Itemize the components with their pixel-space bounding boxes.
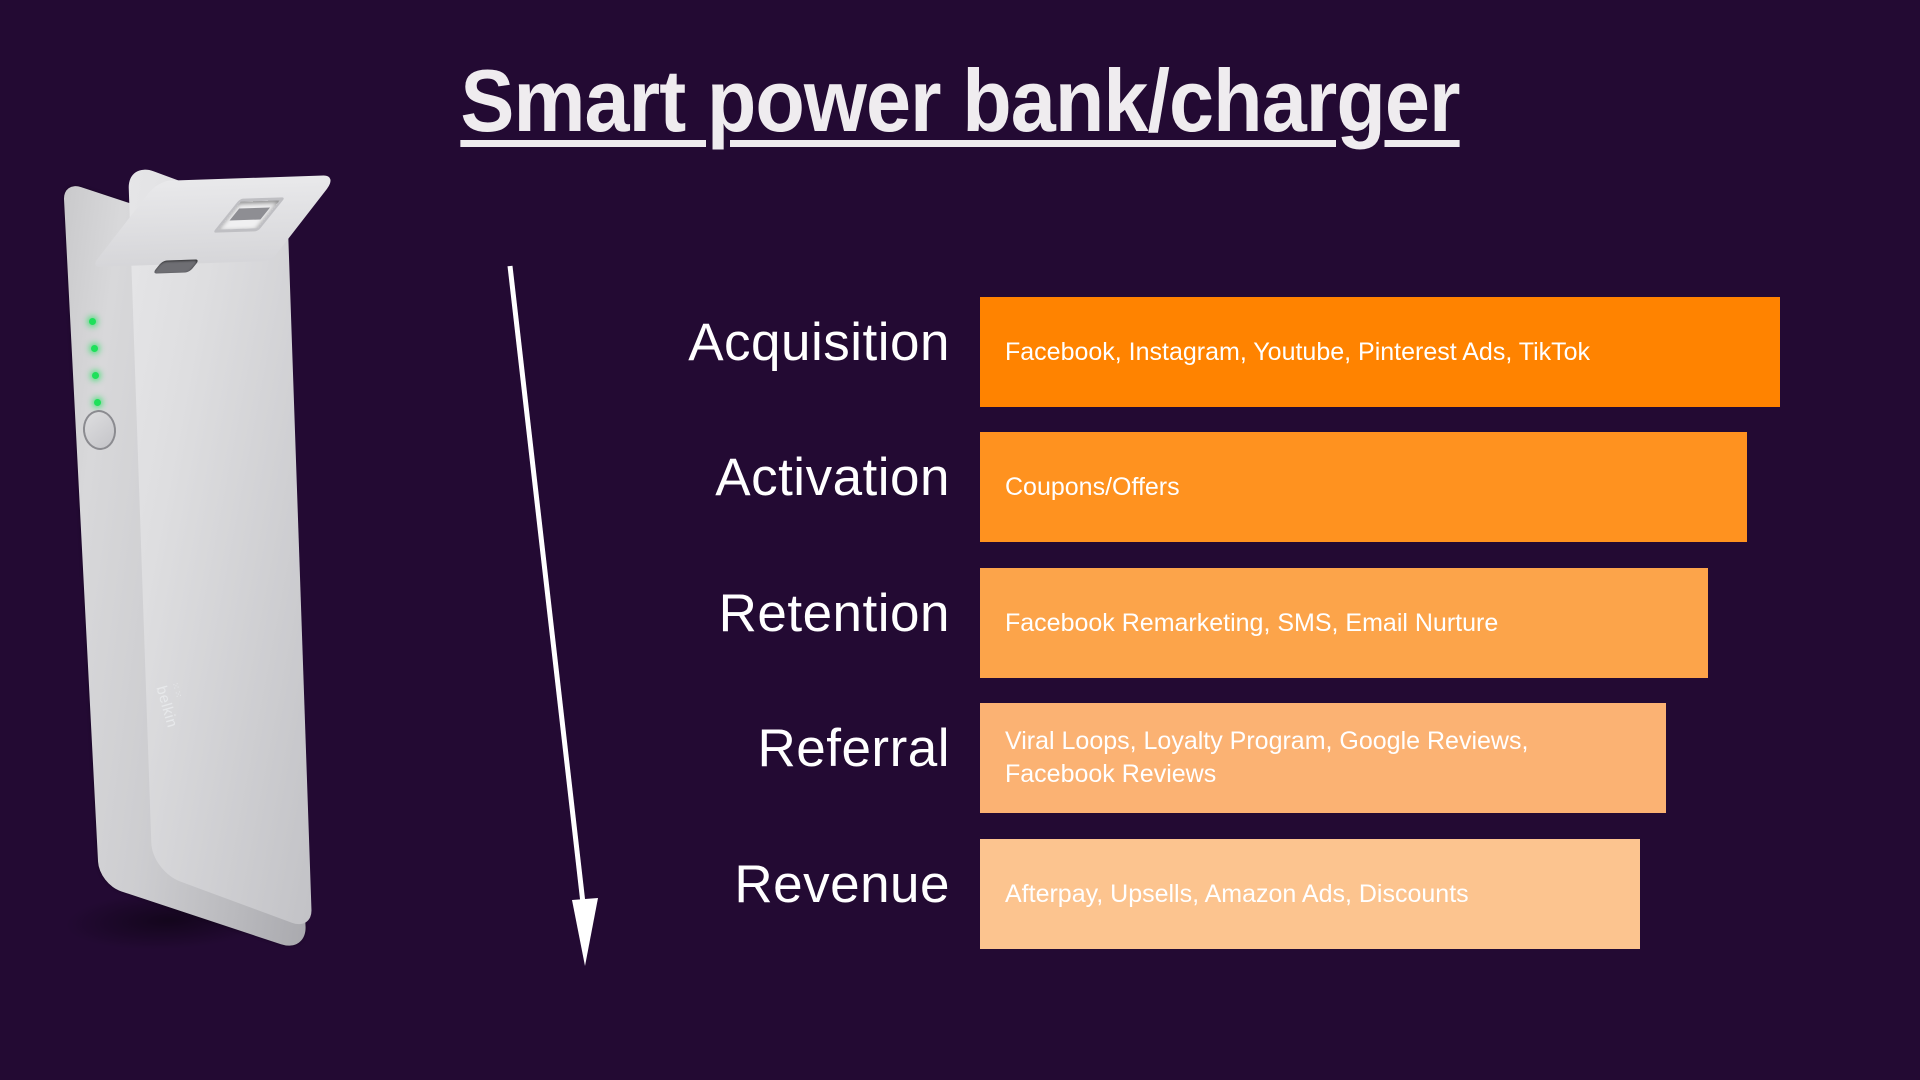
funnel-bar-text: Coupons/Offers (1005, 472, 1180, 501)
product-image-power-bank: ⁙⁙ belkin (47, 161, 375, 1000)
led-indicator (90, 345, 98, 352)
led-indicator (89, 318, 96, 325)
funnel-stage-label-activation: Activation (715, 448, 950, 507)
funnel-bar-referral[interactable]: Viral Loops, Loyalty Program, Google Rev… (980, 703, 1666, 813)
led-indicator (92, 372, 100, 379)
funnel-bar-acquisition[interactable]: Facebook, Instagram, Youtube, Pinterest … (980, 297, 1780, 407)
funnel-bar-activation[interactable]: Coupons/Offers (980, 432, 1747, 542)
funnel-stage-label-referral: Referral (757, 719, 950, 778)
funnel-bar-text: Facebook, Instagram, Youtube, Pinterest … (1005, 337, 1591, 366)
funnel-bar-revenue[interactable]: Afterpay, Upsells, Amazon Ads, Discounts (980, 839, 1640, 949)
funnel-bar-text: Afterpay, Upsells, Amazon Ads, Discounts (1005, 879, 1469, 908)
funnel-stage-label-retention: Retention (718, 584, 950, 643)
arrow-down-icon (507, 265, 598, 966)
funnel-bar-retention[interactable]: Facebook Remarketing, SMS, Email Nurture (980, 568, 1708, 678)
led-indicator (93, 399, 101, 406)
funnel-stage-label-acquisition: Acquisition (688, 313, 950, 372)
page-title: Smart power bank/charger (460, 51, 1460, 150)
funnel-stage-label-revenue: Revenue (734, 855, 950, 914)
funnel-bar-text: Facebook Remarketing, SMS, Email Nurture (1005, 608, 1499, 637)
funnel-direction-arrow (500, 260, 630, 970)
funnel-bar-text: Viral Loops, Loyalty Program, Google Rev… (1005, 727, 1529, 788)
